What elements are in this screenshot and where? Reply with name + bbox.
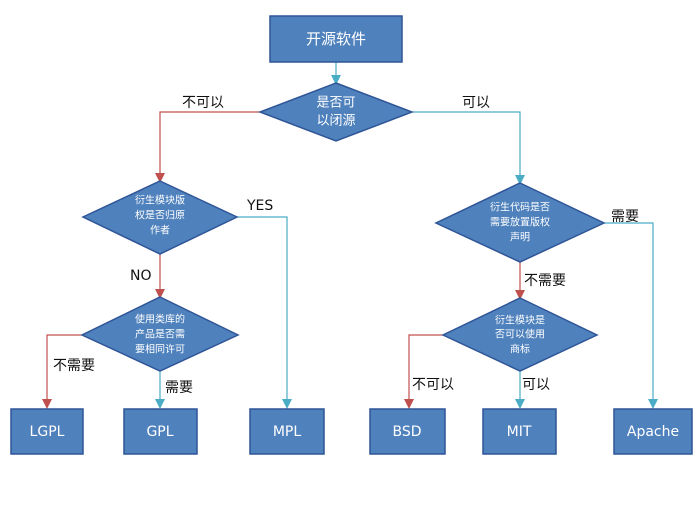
- gpl-label: GPL: [146, 424, 173, 440]
- q-author-line-3: 作者: [150, 225, 170, 237]
- edge-q-closed-no: [155, 111, 260, 183]
- node-labels: 开源软件 是否可 以闭源 衍生模块版 权是否归原 作者 衍生代码是否 需要放置版…: [30, 30, 680, 440]
- node-gpl: [123, 408, 198, 455]
- edge-label-cannot-close: 不可以: [182, 95, 224, 111]
- mpl-label: MPL: [273, 424, 302, 440]
- edge-label-can-mit: 可以: [522, 377, 550, 393]
- node-open-source-software: [269, 15, 403, 63]
- q-author-line-2: 权是否归原: [135, 209, 185, 222]
- lgpl-label: LGPL: [30, 424, 65, 440]
- q-notice-line-3: 声明: [510, 231, 530, 244]
- edge-q-same-no-lgpl: [42, 334, 82, 409]
- edge-label-can-close: 可以: [462, 95, 490, 111]
- edge-label-no-need-notice: 不需要: [524, 273, 566, 289]
- node-bsd: [369, 408, 446, 455]
- q-closed-line-2: 以闭源: [316, 114, 355, 129]
- q-closed-line-1: 是否可: [316, 96, 355, 111]
- mit-label: MIT: [507, 424, 532, 440]
- nodes: [10, 15, 693, 455]
- edge-q-notice-need-apache: [604, 222, 658, 409]
- edges: [42, 62, 658, 409]
- edge-label-yes: YES: [246, 198, 273, 214]
- edge-q-author-yes-mpl: [237, 216, 292, 409]
- q-same-line-3: 要相同许可: [135, 343, 185, 356]
- node-mit: [482, 408, 557, 455]
- node-q-trademark: [441, 297, 599, 372]
- edge-labels: 不可以 可以 YES NO 不需要 需要 需要 不需要 不可以 可以: [53, 95, 639, 396]
- q-notice-line-2: 需要放置版权: [490, 216, 550, 229]
- node-mpl: [249, 408, 325, 455]
- q-same-line-1: 使用类库的: [135, 313, 185, 326]
- edge-label-need-gpl: 需要: [165, 380, 193, 396]
- node-q-copyright-notice: [434, 182, 606, 263]
- node-lgpl: [10, 408, 84, 455]
- apache-label: Apache: [627, 424, 679, 440]
- edge-q-trademark-cannot-bsd: [404, 334, 443, 409]
- node-q-same-license: [80, 296, 240, 372]
- q-same-line-2: 产品是否需: [135, 328, 185, 341]
- bsd-label: BSD: [392, 424, 421, 440]
- root-label: 开源软件: [306, 30, 366, 48]
- q-notice-line-1: 衍生代码是否: [490, 201, 550, 214]
- edge-label-cannot-bsd: 不可以: [412, 377, 454, 393]
- edge-label-no-need-lgpl: 不需要: [53, 358, 95, 374]
- node-q-derived-author: [81, 180, 239, 255]
- node-q-closed-source: [257, 82, 415, 142]
- q-trademark-line-3: 商标: [510, 343, 530, 356]
- edge-label-no: NO: [130, 268, 152, 284]
- q-trademark-line-2: 否可以使用: [495, 328, 545, 341]
- q-author-line-1: 衍生模块版: [135, 194, 185, 207]
- edge-q-closed-yes: [412, 111, 525, 185]
- node-apache: [613, 408, 693, 455]
- edge-label-need-apache: 需要: [611, 209, 639, 225]
- q-trademark-line-1: 衍生模块是: [495, 314, 545, 327]
